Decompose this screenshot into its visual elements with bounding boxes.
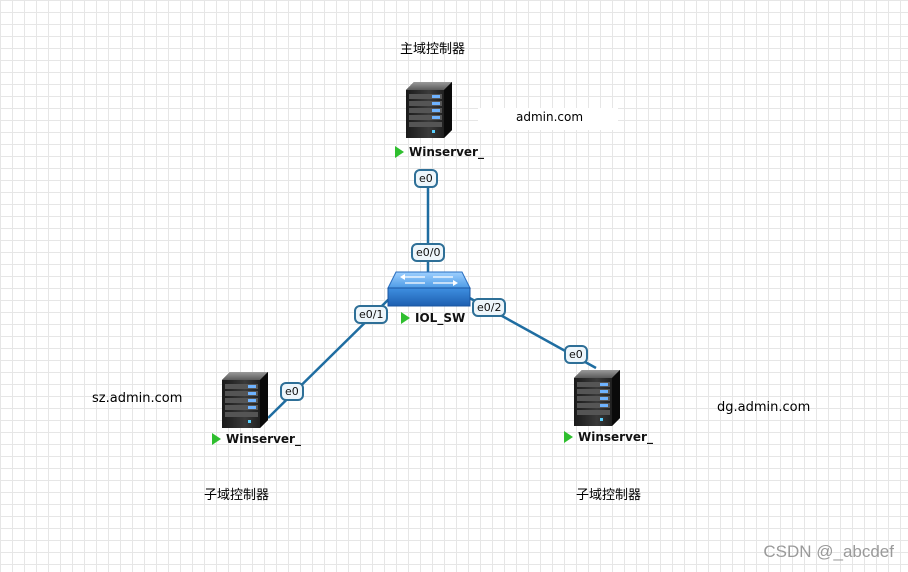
left-domain-label: sz.admin.com — [92, 391, 183, 406]
run-indicator-icon — [401, 312, 410, 324]
right-role-label: 子域控制器 — [576, 488, 642, 503]
server-top-name[interactable]: Winserver_ — [395, 145, 484, 159]
switch-name[interactable]: IOL_SW — [401, 311, 465, 325]
top-domain-box: admin.com — [478, 108, 618, 130]
top-role-label: 主域控制器 — [400, 42, 466, 57]
right-domain-label: dg.admin.com — [717, 400, 811, 415]
server-right-icon[interactable] — [574, 370, 620, 426]
port-top-server[interactable]: e0 — [414, 169, 438, 188]
port-right-server[interactable]: e0 — [564, 345, 588, 364]
run-indicator-icon — [212, 433, 221, 445]
port-left-server[interactable]: e0 — [280, 382, 304, 401]
left-role-label: 子域控制器 — [204, 488, 270, 503]
run-indicator-icon — [395, 146, 404, 158]
server-top-icon[interactable] — [406, 82, 452, 138]
server-left-name[interactable]: Winserver_ — [212, 432, 301, 446]
switch-icon[interactable] — [387, 271, 471, 307]
port-switch-right[interactable]: e0/2 — [472, 298, 507, 317]
top-domain-label: admin.com — [516, 110, 584, 124]
server-right-name[interactable]: Winserver_ — [564, 430, 653, 444]
server-left-icon[interactable] — [222, 372, 268, 428]
watermark: CSDN @_abcdef — [763, 542, 894, 561]
run-indicator-icon — [564, 431, 573, 443]
port-switch-top[interactable]: e0/0 — [411, 243, 446, 262]
port-switch-left[interactable]: e0/1 — [354, 305, 389, 324]
